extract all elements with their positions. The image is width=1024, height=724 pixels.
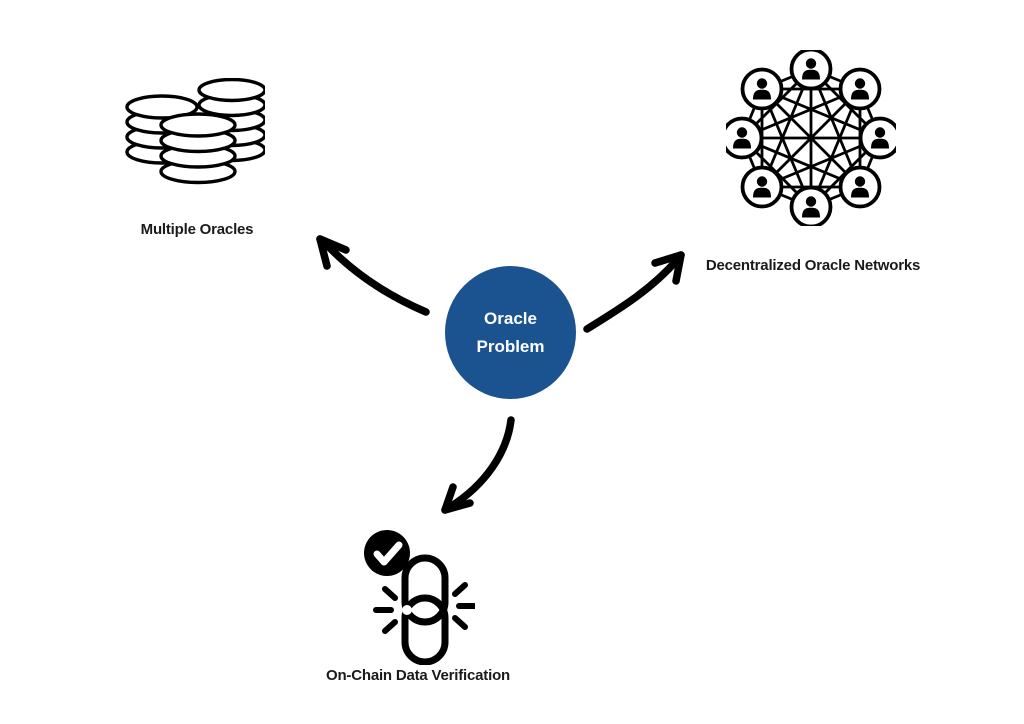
solution-label-multiple-oracles: Multiple Oracles xyxy=(140,221,254,238)
oracle-problem-label: Oracle Problem xyxy=(476,309,545,356)
solution-label-decentralized-oracle-networks: Decentralized Oracle Networks xyxy=(705,257,921,274)
chain-link-glyph xyxy=(401,554,449,665)
people-network-icon xyxy=(726,50,896,226)
oracle-problem-node: Oracle Problem xyxy=(445,266,576,399)
checkmark-icon xyxy=(364,530,410,576)
chain-interlock-gap xyxy=(402,605,412,615)
spark-lines xyxy=(373,582,475,634)
verified-chain-link-icon xyxy=(364,530,475,665)
arrow-to-on-chain-verification xyxy=(441,416,515,514)
coin-stacks-icon xyxy=(125,78,265,185)
arrow-to-decentralized-networks xyxy=(583,251,685,333)
arrow-to-multiple-oracles xyxy=(316,235,430,316)
coin-stack-front xyxy=(159,112,237,185)
solution-label-on-chain-data-verification: On-Chain Data Verification xyxy=(326,667,510,684)
